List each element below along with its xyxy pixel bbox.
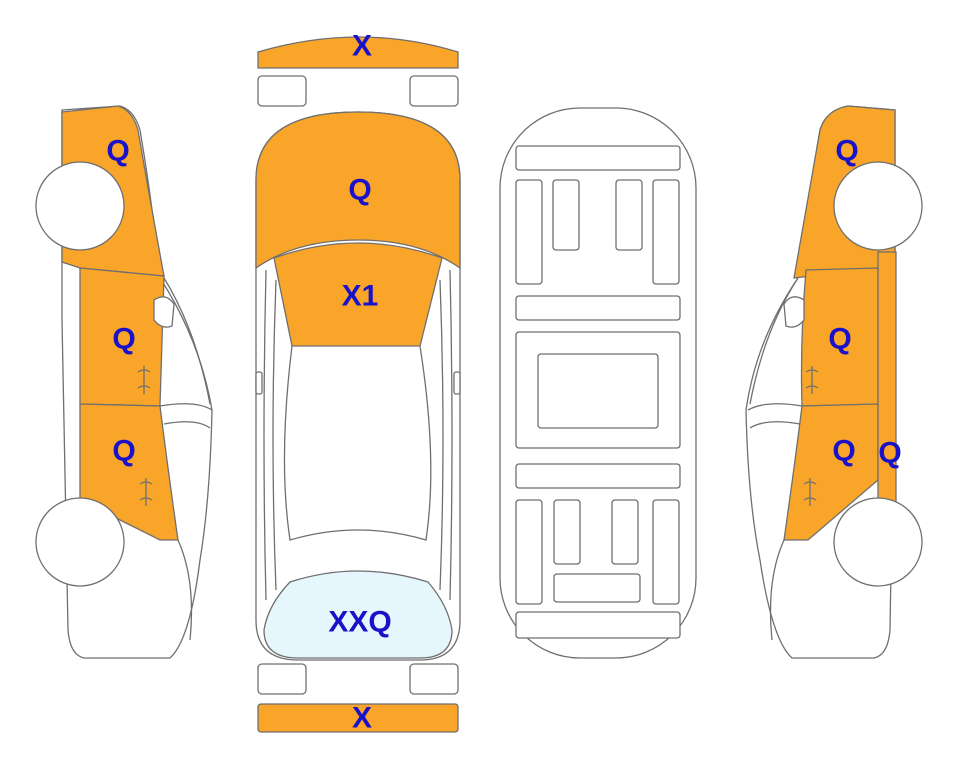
right-front-fender-label: Q — [835, 135, 858, 168]
floor-panel — [515, 463, 681, 489]
underbody-view — [499, 107, 697, 659]
right-front-wheel — [833, 161, 923, 251]
left-window-line — [163, 277, 211, 405]
left-window-line — [159, 403, 213, 411]
right-window-line — [747, 403, 803, 411]
damage-labels: X Q X1 XXQ X Q Q Q Q Q Q Q — [106, 30, 901, 735]
floor-panel — [553, 573, 641, 603]
top-right-rail-inner — [439, 279, 444, 591]
top-left-rail-inner — [272, 279, 277, 591]
right-rear-door-label: Q — [832, 435, 855, 468]
right-rear-handle — [803, 478, 817, 506]
rear-bumper-part[interactable] — [257, 703, 459, 733]
left-rear-wheel — [35, 497, 125, 587]
floor-panel — [515, 145, 681, 171]
right-rear-wheel — [833, 497, 923, 587]
left-front-door-label: Q — [112, 323, 135, 356]
roof-panel — [283, 345, 432, 541]
right-mirror-top — [453, 371, 461, 395]
floor-panel — [652, 499, 680, 605]
left-rear-door-label: Q — [112, 435, 135, 468]
floor-panel — [552, 179, 580, 251]
front-bumper-label: X — [352, 30, 372, 63]
right-front-door-label: Q — [828, 323, 851, 356]
rear-bumper-label: X — [352, 702, 372, 735]
floor-panel — [615, 179, 643, 251]
floor-panel — [515, 499, 543, 605]
floor-panel — [652, 179, 680, 285]
rear-window-label: XXQ — [328, 606, 391, 639]
windshield-label: X1 — [342, 280, 379, 313]
top-left-rail — [263, 269, 267, 601]
rear-window-part[interactable] — [263, 570, 453, 659]
left-mirror-top — [255, 371, 263, 395]
left-front-handle — [137, 366, 151, 394]
hood-label: Q — [348, 174, 371, 207]
right-side-view — [745, 105, 923, 659]
windshield-part[interactable] — [273, 242, 443, 347]
floor-panel — [515, 295, 681, 321]
left-rear-handle — [139, 478, 153, 506]
top-view — [255, 36, 461, 733]
floor-panel — [553, 499, 581, 565]
floor-panel — [611, 499, 639, 565]
left-front-wheel — [35, 161, 125, 251]
left-front-fender-label: Q — [106, 135, 129, 168]
right-mirror — [783, 296, 805, 328]
rear-left-light — [257, 663, 307, 695]
right-window-line — [749, 277, 799, 405]
left-rear-line — [177, 539, 193, 641]
floor-panel — [537, 353, 659, 429]
front-right-light — [409, 75, 459, 107]
right-window-line — [749, 421, 801, 429]
right-rear-line — [769, 539, 785, 641]
right-pillar-label: Q — [878, 437, 901, 470]
rear-right-light — [409, 663, 459, 695]
left-side-view — [35, 105, 213, 659]
right-front-handle — [805, 366, 819, 394]
left-mirror — [153, 296, 175, 328]
floor-panel — [515, 179, 543, 285]
front-left-light — [257, 75, 307, 107]
left-window-line — [163, 421, 211, 429]
floor-panel — [515, 611, 681, 639]
front-bumper-part[interactable] — [257, 36, 459, 69]
hood-part[interactable] — [255, 111, 461, 270]
top-right-rail — [449, 269, 453, 601]
